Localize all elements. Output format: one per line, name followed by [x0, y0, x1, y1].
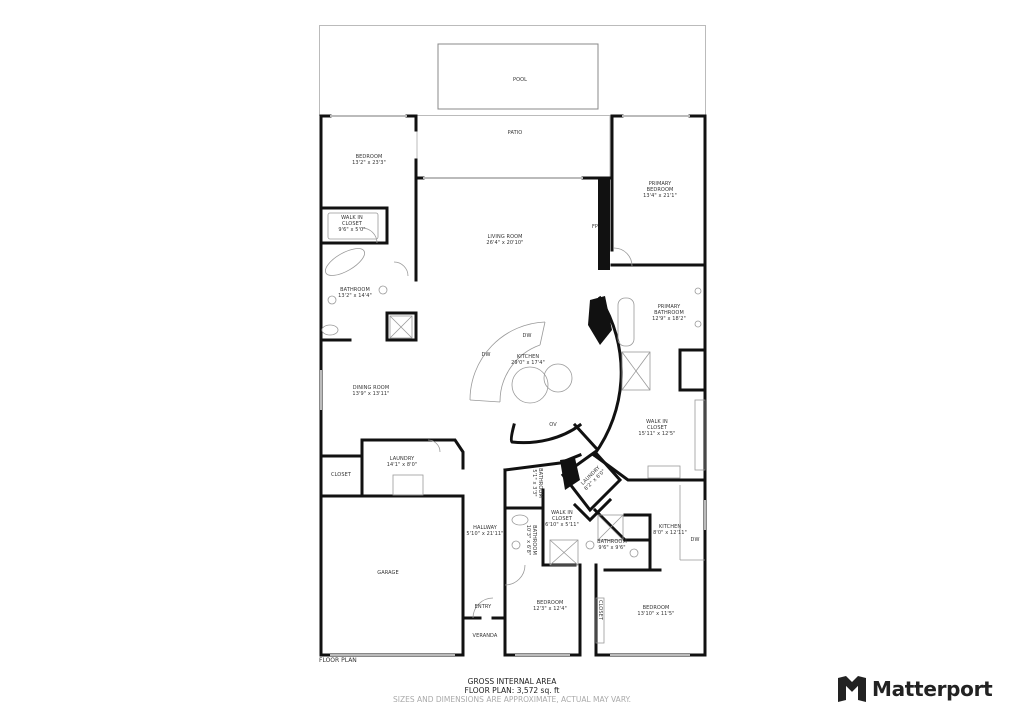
room-pool: POOL	[512, 77, 528, 83]
fireplace-fill	[560, 178, 612, 490]
disclaimer: SIZES AND DIMENSIONS ARE APPROXIMATE, AC…	[392, 695, 631, 704]
room-closet-2: CLOSET	[597, 599, 603, 621]
label-fireplace: FP	[591, 224, 599, 230]
room-closet-1: CLOSET	[330, 472, 352, 478]
brand-name: Matterport	[872, 677, 993, 701]
room-veranda: VERANDA	[472, 633, 498, 639]
matterport-logo-icon	[838, 676, 866, 702]
matterport-logo: Matterport	[838, 676, 993, 702]
outdoor-outline	[319, 25, 706, 178]
floor-plan-label: FLOOR PLAN	[319, 657, 357, 664]
room-patio: PATIO	[507, 130, 523, 136]
label-dishwasher-2: DW	[481, 352, 491, 358]
fixtures	[321, 212, 706, 644]
label-dishwasher-3: DW	[690, 537, 700, 543]
label-dishwasher-1: DW	[522, 333, 532, 339]
gross-area-title: GROSS INTERNAL AREA	[467, 677, 557, 686]
room-garage: GARAGE	[377, 570, 399, 576]
floor-area-value: FLOOR PLAN: 3,572 sq. ft	[464, 686, 560, 695]
label-oven: OV	[549, 422, 557, 428]
room-entry: ENTRY	[474, 604, 492, 610]
windows	[320, 115, 706, 656]
gross-area-block: GROSS INTERNAL AREA FLOOR PLAN: 3,572 sq…	[382, 677, 642, 704]
